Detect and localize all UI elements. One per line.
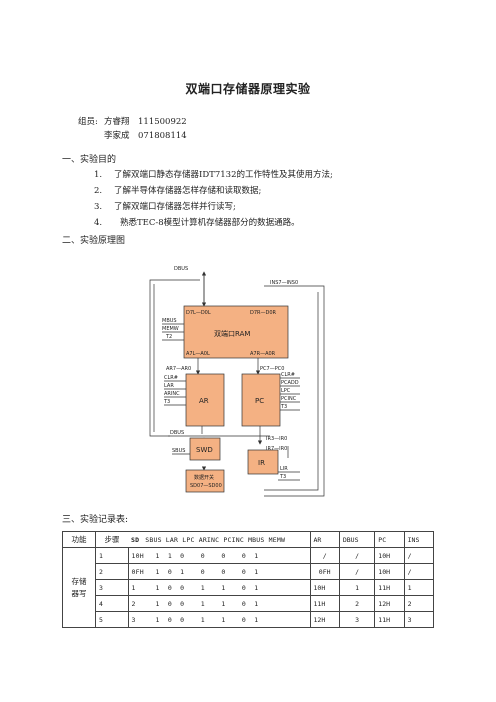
member-2-name: 李家成 xyxy=(104,131,130,141)
ir-ctrl-t3: T3 xyxy=(279,474,286,480)
ar-ctrl-clr: CLR# xyxy=(164,375,178,381)
ar-ctrl-arinc: ARINC xyxy=(164,391,180,397)
function-cell: 存储 器写 xyxy=(62,547,96,628)
ar-label: AR xyxy=(199,397,209,405)
pc-ctrl-pcinc: PCINC xyxy=(281,396,297,402)
pc-ctrl-t3: T3 xyxy=(280,404,287,410)
ir-bus1-label: IR3—IR0 xyxy=(266,436,287,442)
ins-bus-label: INS7—INS0 xyxy=(270,280,298,286)
ram-label: 双端口RAM xyxy=(214,329,250,338)
memw-label: MEMW xyxy=(162,326,179,332)
pc-ctrl-pcadd: PCADD xyxy=(281,380,299,386)
ar-ctrl-lar: LAR xyxy=(164,383,174,389)
dbus-mid-label: DBUS xyxy=(170,430,184,436)
member-1-name: 方睿翔 xyxy=(104,117,130,127)
goal-item: 1.了解双端口静态存储器IDT7132的工作特性及其使用方法; xyxy=(94,170,333,180)
sbus-label: SBUS xyxy=(172,448,185,454)
ram-addr-right: A7R—A0R xyxy=(250,351,276,357)
page-title: 双端口存储器原理实验 xyxy=(185,82,311,96)
ram-addr-left: A7L—A0L xyxy=(186,351,210,357)
mbus-label: MBUS xyxy=(162,318,177,324)
member-1-id: 111500922 xyxy=(138,117,187,127)
ar-ctrl-t3: T3 xyxy=(163,399,170,405)
ar-bus-label: AR7—AR0 xyxy=(166,366,191,372)
swd-label: SWD xyxy=(196,446,213,454)
goal-item: 4.熟悉TEC-8模型计算机存储器部分的数据通路。 xyxy=(94,218,300,228)
ir-ctrl-lir: LIR xyxy=(280,466,288,472)
t2-label: T2 xyxy=(165,334,172,340)
member-2-id: 071808114 xyxy=(138,131,187,141)
switch-label-2: SD07—SD00 xyxy=(190,483,222,489)
ir-label: IR xyxy=(258,459,265,467)
ram-data-right: D7R—D0R xyxy=(250,310,277,316)
switch-label-1: 数据开关 xyxy=(194,474,214,481)
section-heading-goals: 一、实验目的 xyxy=(62,155,117,165)
goal-item: 3.了解双端口存储器怎样并行读写; xyxy=(94,202,236,212)
schematic-diagram: DBUS INS7—INS0 D7L—D0L D7R—D0R A7L—A0L A… xyxy=(149,266,325,497)
ram-data-left: D7L—D0L xyxy=(186,310,211,316)
section-heading-record: 三、实验记录表: xyxy=(62,515,129,525)
pc-bus-label: PC7—PC0 xyxy=(260,366,284,372)
goal-item: 2.了解半导体存储器怎样存储和读取数据; xyxy=(94,186,262,196)
section-heading-diagram: 二、实验原理图 xyxy=(62,236,126,246)
dbus-top-label: DBUS xyxy=(174,266,188,272)
pc-label: PC xyxy=(255,397,264,405)
members-label: 组员: xyxy=(78,117,98,127)
pc-ctrl-clr: CLR# xyxy=(281,372,295,378)
ir-bus2-label: IR7—IR0 xyxy=(266,446,287,452)
pc-ctrl-lpc: LPC xyxy=(281,388,291,394)
